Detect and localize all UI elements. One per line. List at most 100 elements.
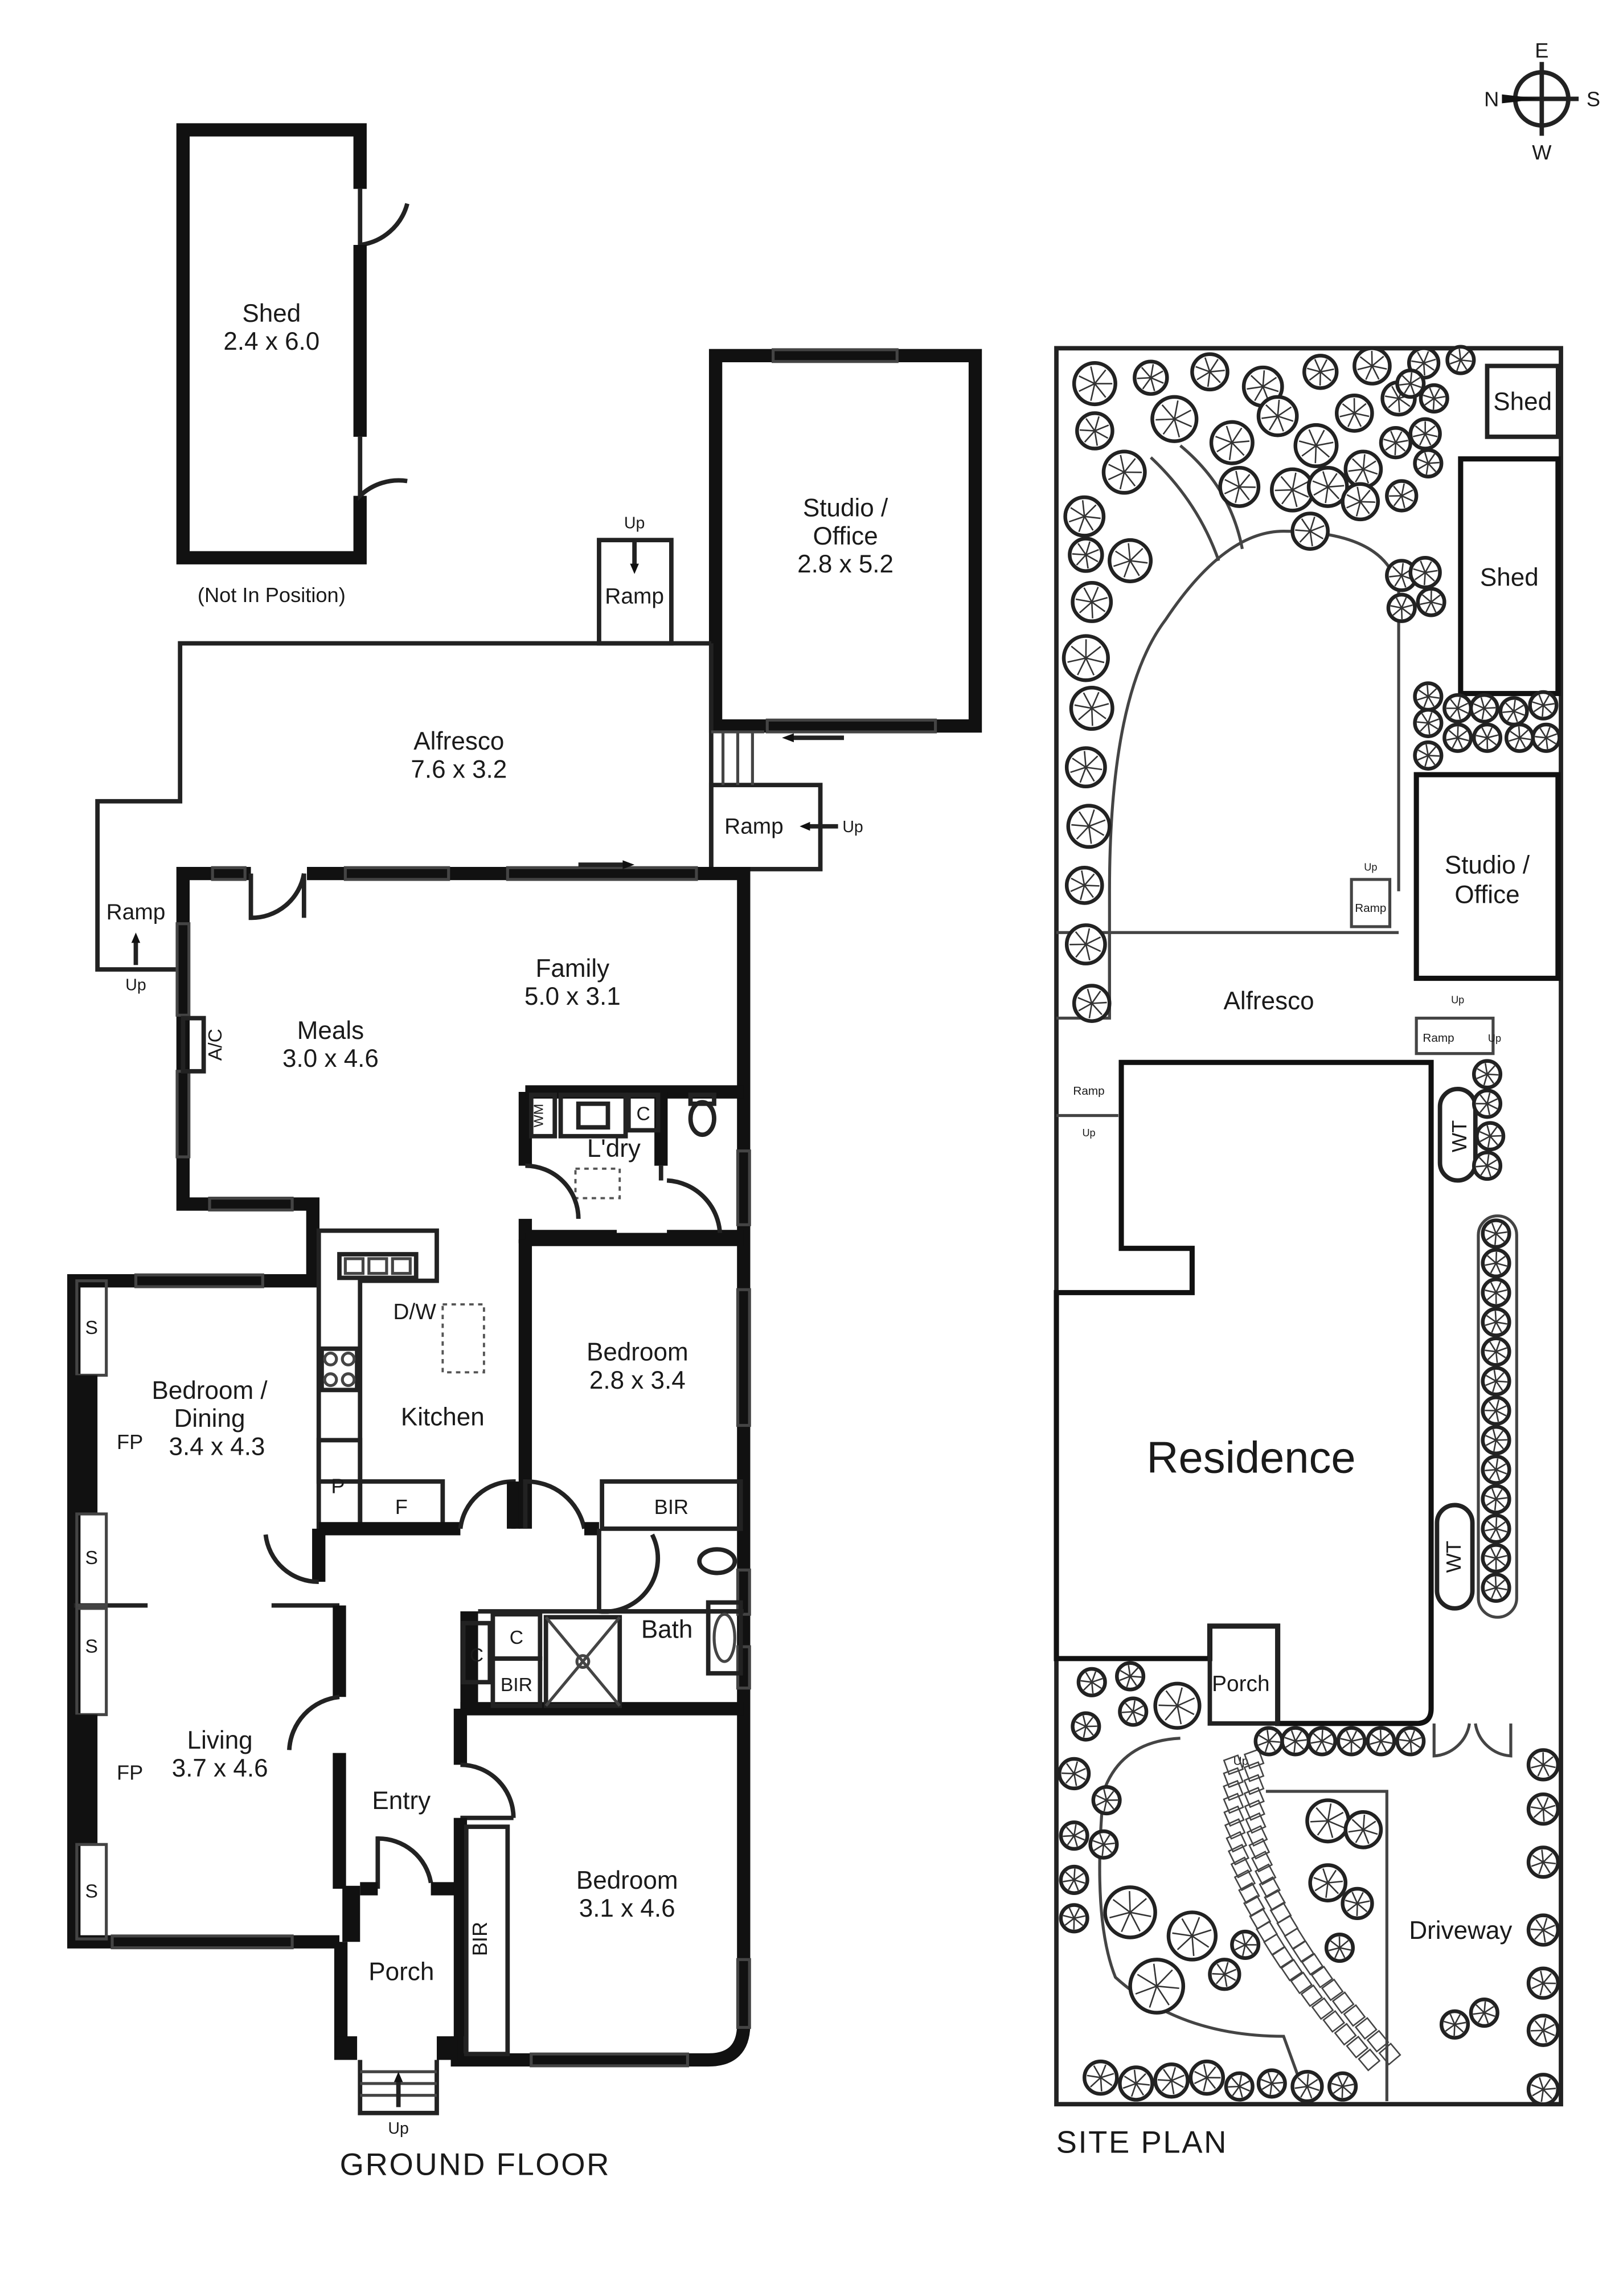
- site-boundary: [1054, 346, 1563, 2107]
- tree-icon: [1526, 1966, 1560, 2000]
- paving-stone: [1354, 2017, 1378, 2040]
- bedroom-1-bir-label: BIR: [468, 1922, 491, 1956]
- hall-bir-label: BIR: [501, 1675, 532, 1696]
- laundry-room: WM C L'dry: [518, 1085, 744, 1243]
- tree-icon: [1481, 1307, 1511, 1337]
- entry-door-east-icon: [460, 1762, 516, 1818]
- fireplace-2-icon: [73, 1714, 98, 1845]
- kitchen-sink-bowl-2: [367, 1257, 388, 1275]
- site-studio: [1413, 772, 1561, 981]
- bedroom-2-bir: [600, 1479, 743, 1531]
- tree-icon: [1306, 1726, 1337, 1757]
- kitchen-sink-bowl-3: [391, 1257, 412, 1275]
- compass-east-label: E: [1535, 39, 1548, 62]
- paving-stone: [1254, 1863, 1277, 1886]
- tree-icon: [1088, 1829, 1119, 1860]
- tree-icon: [1208, 1958, 1241, 1991]
- kitchen-sink-bowl-1: [343, 1257, 365, 1275]
- bedroom-1-name: Bedroom: [576, 1867, 678, 1894]
- window-family-1: [343, 866, 450, 881]
- front-lawn-outline: [1098, 1737, 1309, 2102]
- storage-3: [75, 1607, 108, 1716]
- storage-4-label: S: [85, 1881, 98, 1902]
- window-bedroom-2: [736, 1288, 751, 1427]
- paving-stone: [1263, 1933, 1286, 1956]
- tree-icon: [1481, 1218, 1511, 1249]
- site-plan: Shed Shed Studio / Office Up Ramp Ramp U…: [1054, 345, 1563, 2160]
- tree-icon: [1076, 1667, 1107, 1697]
- site-alfresco-label: Alfresco: [1224, 987, 1314, 1015]
- tree-icon: [1256, 395, 1299, 437]
- tree-icon: [1336, 1726, 1367, 1757]
- laundry-cupboard: [626, 1092, 661, 1133]
- tree-icon: [1498, 696, 1529, 727]
- tree-icon: [1305, 1798, 1351, 1844]
- paving-stone: [1358, 2048, 1381, 2072]
- ramp-right: Ramp Up: [708, 730, 863, 871]
- entry-room: Entry: [360, 1708, 516, 1896]
- porch-area: Up Porch: [358, 1958, 439, 2138]
- tree-icon: [1059, 1864, 1089, 1895]
- tree-icon: [1290, 511, 1330, 551]
- living-dims: 3.7 x 4.6: [172, 1754, 268, 1782]
- tree-icon: [1531, 722, 1561, 753]
- tree-icon: [1395, 369, 1426, 399]
- fireplace-1-label: FP: [117, 1430, 143, 1454]
- window-meals-top: [211, 866, 247, 881]
- tree-icon: [1083, 2059, 1119, 2096]
- tree-icon: [1059, 1820, 1089, 1851]
- tree-icon: [1469, 693, 1499, 724]
- cooktop-icon: [319, 1346, 359, 1393]
- family-dims: 5.0 x 3.1: [524, 983, 621, 1010]
- paving-stone: [1331, 1991, 1355, 2014]
- bedroom-1-bir: [464, 1824, 510, 2057]
- tree-icon: [1395, 1726, 1426, 1757]
- tree-icon: [1103, 1885, 1157, 1939]
- bedroom-2-bir-label: BIR: [654, 1495, 688, 1519]
- shed-walls: [176, 123, 367, 564]
- paving-stone: [1280, 1959, 1303, 1982]
- tree-icon: [1481, 1395, 1511, 1426]
- tree-icon: [1290, 2069, 1324, 2103]
- driveway-label: Driveway: [1409, 1917, 1512, 1945]
- ground-floor-plan: Shed 2.4 x 6.0 (Not In Position) Studio …: [67, 123, 982, 2182]
- paving-stone: [1322, 2009, 1346, 2033]
- paving-stone: [1366, 2029, 1390, 2053]
- paving-stone: [1310, 1966, 1334, 1988]
- bedroom-1-room: BIR Bedroom 3.1 x 4.6: [453, 1818, 678, 2057]
- laundry-cupboard-label: C: [637, 1103, 650, 1124]
- paving-stone: [1223, 1792, 1244, 1814]
- compass-west-label: W: [1532, 141, 1552, 164]
- porch-steps-outline: [358, 2060, 439, 2115]
- paving-stone: [1276, 1914, 1299, 1937]
- tree-icon: [1071, 1711, 1101, 1742]
- tree-icon: [1064, 866, 1104, 905]
- site-residence-label: Residence: [1146, 1433, 1355, 1482]
- hall-cupboard-label: C: [470, 1645, 483, 1666]
- shower-icon: [543, 1615, 622, 1708]
- bath-name: Bath: [641, 1616, 693, 1644]
- window-living: [110, 1934, 294, 1950]
- fireplace-2-label: FP: [117, 1761, 143, 1784]
- entry-name: Entry: [372, 1787, 431, 1815]
- paving-stone: [1301, 1953, 1324, 1976]
- bedroom-dining-door-icon: [263, 1534, 319, 1585]
- studio-sliding-door: [765, 718, 937, 734]
- toilet-icon: [688, 1100, 716, 1137]
- tree-icon: [1108, 538, 1153, 583]
- shower-drain: [575, 1654, 591, 1669]
- site-gate-icon: [1432, 1723, 1513, 1758]
- paving-stone: [1300, 1984, 1323, 2007]
- bedroom-2-dims: 2.8 x 3.4: [589, 1366, 686, 1394]
- laundry-walls: [518, 1092, 744, 1243]
- fireplace-1-icon: [73, 1375, 98, 1514]
- bath-vanity-basin-icon: [697, 1547, 737, 1575]
- family-name: Family: [535, 955, 609, 983]
- tree-icon: [1341, 1886, 1374, 1921]
- paving-stone: [1223, 1754, 1244, 1775]
- tree-icon: [1343, 1810, 1383, 1849]
- tree-icon: [1416, 587, 1446, 617]
- paving-stone: [1230, 1856, 1252, 1878]
- tree-icon: [1327, 2071, 1358, 2102]
- tree-icon: [1481, 1366, 1511, 1397]
